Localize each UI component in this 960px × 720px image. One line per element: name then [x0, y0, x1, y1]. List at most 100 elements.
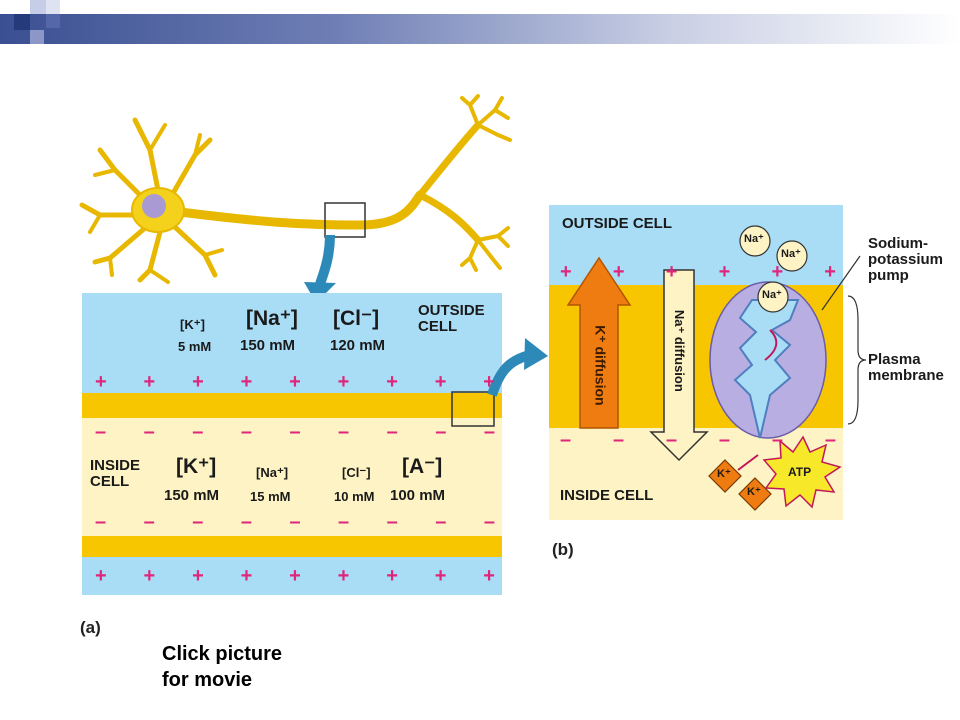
zoom-arrow-a	[315, 234, 335, 286]
panel-b-plus-row: + + + + + +	[560, 262, 836, 282]
na-diffusion-label: Na⁺ diffusion	[671, 309, 687, 392]
minus-sign: –	[386, 421, 398, 443]
atp-label: ATP	[788, 465, 812, 479]
pump-label: Sodium- potassium pump	[868, 235, 944, 284]
header-square-light	[30, 0, 46, 14]
membrane-brace	[847, 295, 867, 425]
panel-a-inside-region	[82, 418, 502, 536]
k-diffusion-label: K⁺ diffusion	[592, 325, 609, 406]
plus-sign: +	[95, 371, 107, 393]
minus-sign: –	[143, 511, 155, 533]
minus-sign: –	[95, 511, 107, 533]
plus-sign: +	[143, 371, 156, 393]
zoom-arrowhead-a	[304, 282, 336, 303]
minus-sign: –	[240, 421, 252, 443]
plus-sign: +	[824, 261, 836, 283]
plus-sign: +	[434, 565, 447, 587]
minus-sign: –	[240, 511, 252, 533]
plus-sign: +	[771, 261, 784, 283]
outside-na-conc: 150 mM	[240, 337, 296, 354]
zoom-box-axon	[324, 202, 366, 238]
neuron-illustration	[79, 94, 512, 284]
plus-sign: +	[240, 371, 253, 393]
caption-line-1: Click picture	[162, 643, 283, 665]
header-square-pale	[46, 0, 60, 14]
pump-channel	[733, 299, 800, 439]
zoom-box-membrane	[451, 391, 495, 427]
outside-na-ion: [Na⁺]	[246, 307, 298, 330]
k-diffusion-arrow	[566, 256, 632, 429]
plus-sign: +	[337, 371, 350, 393]
atp-starburst	[762, 435, 842, 509]
inside-a-conc: 100 mM	[390, 487, 446, 504]
minus-sign: –	[665, 429, 678, 451]
inside-na-ion: [Na⁺]	[256, 465, 289, 480]
k-ion-label-1: K⁺	[717, 468, 731, 480]
minus-sign: –	[386, 511, 398, 533]
k-path-arrow	[737, 454, 759, 471]
minus-sign: –	[192, 511, 204, 533]
minus-sign: –	[560, 429, 572, 451]
panel-a-inside-cell-label: INSIDE CELL	[90, 457, 141, 490]
membrane-label: Plasma membrane	[868, 351, 944, 384]
neuron-nucleus	[142, 194, 166, 218]
panel-b-tag: (b)	[552, 540, 574, 559]
minus-sign: –	[612, 429, 625, 451]
panel-a-plus-row-bottom: + + + + + + + + +	[95, 566, 495, 586]
panel-b-inside-cell-label: INSIDE CELL	[560, 487, 654, 504]
plus-sign: +	[665, 261, 678, 283]
plus-sign: +	[560, 261, 572, 283]
panel-a-tag: (a)	[80, 618, 101, 637]
plus-sign: +	[289, 565, 301, 587]
plus-sign: +	[483, 565, 495, 587]
zoom-arrowhead-b	[524, 338, 548, 370]
na-ion-label-2: Na⁺	[781, 248, 801, 260]
na-diffusion-arrow	[649, 269, 709, 462]
header-square-blue	[46, 14, 60, 28]
na-ion-circle-1	[739, 225, 771, 257]
panel-a-outside-cell-label: OUTSIDE CELL	[418, 302, 485, 335]
plus-sign: +	[95, 565, 107, 587]
plus-sign: +	[143, 565, 156, 587]
panel-b-minus-row: – – – – – –	[560, 430, 836, 450]
minus-sign: –	[289, 421, 301, 443]
panel-b-outside-cell-label: OUTSIDE CELL	[562, 215, 673, 232]
outside-cl-conc: 120 mM	[330, 337, 386, 354]
plus-sign: +	[718, 261, 731, 283]
plus-sign: +	[434, 371, 447, 393]
plus-sign: +	[192, 565, 204, 587]
plus-sign: +	[240, 565, 253, 587]
inside-a-ion: [A⁻]	[402, 455, 443, 478]
panel-a-plus-row-top: + + + + + + + + +	[95, 372, 495, 392]
minus-sign: –	[771, 429, 783, 451]
minus-sign: –	[435, 511, 447, 533]
minus-sign: –	[338, 421, 350, 443]
k-ion-label-2: K⁺	[747, 486, 761, 498]
outside-k-conc: 5 mM	[178, 339, 212, 354]
minus-sign: –	[192, 421, 204, 443]
outside-cl-ion: [Cl⁻]	[333, 307, 380, 330]
panel-a-outside-bottom	[82, 557, 502, 595]
minus-sign: –	[338, 511, 350, 533]
panel-a-outside-region	[82, 293, 502, 393]
plus-sign: +	[337, 565, 350, 587]
plus-sign: +	[612, 261, 625, 283]
pump-leader-line	[821, 255, 861, 311]
inside-k-ion: [K⁺]	[176, 455, 217, 478]
outside-k-ion: [K⁺]	[180, 317, 205, 332]
panel-a-minus-row-bottom: – – – – – – – – –	[95, 512, 495, 532]
na-ion-circle-3	[757, 281, 789, 313]
inside-k-conc: 150 mM	[164, 487, 220, 504]
plus-sign: +	[483, 371, 495, 393]
minus-sign: –	[483, 511, 495, 533]
inside-na-conc: 15 mM	[250, 489, 291, 504]
plus-sign: +	[289, 371, 301, 393]
minus-sign: –	[483, 421, 495, 443]
na-ion-circle-2	[776, 240, 808, 272]
plus-sign: +	[386, 565, 398, 587]
plus-sign: +	[386, 371, 398, 393]
movie-caption[interactable]: Click picture for movie	[162, 641, 282, 693]
minus-sign: –	[143, 421, 155, 443]
header-square-navy	[14, 14, 30, 30]
